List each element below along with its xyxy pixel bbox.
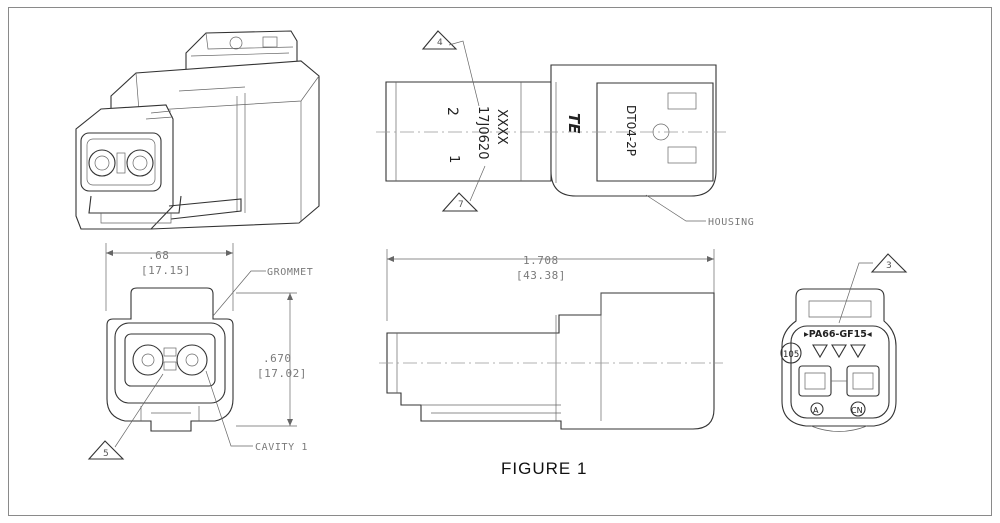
mark-105: 105: [783, 350, 799, 360]
height-dimension-mm: [17.02]: [257, 367, 307, 380]
height-dimension-inch: .670: [263, 352, 292, 365]
side-view: 1.708 [43.38]: [379, 249, 723, 430]
callout-3-triangle: [870, 253, 908, 273]
callout-7-number: 7: [458, 200, 464, 210]
figure-caption: FIGURE 1: [501, 459, 587, 478]
cavity-2-mark: 2: [444, 107, 460, 116]
te-brand-mark: TE: [565, 113, 583, 134]
mark-a: A: [813, 406, 819, 415]
mark-cn: CN: [851, 406, 863, 415]
top-view: 2 1 17J0620 XXXX TE DT04-2P 4 7 HOUSING: [376, 30, 754, 228]
callout-7-triangle: [441, 192, 479, 212]
callout-5-triangle: [87, 440, 125, 460]
width-dimension-mm: [17.15]: [141, 264, 191, 277]
grommet-label: GROMMET: [267, 267, 313, 278]
length-dimension-inch: 1.708: [523, 254, 559, 267]
callout-5-number: 5: [103, 449, 109, 459]
length-dimension-mm: [43.38]: [516, 269, 566, 282]
front-view: .68 [17.15] .670 [17.02] GROMMET CAVITY …: [87, 243, 313, 460]
part-number-mark: DT04-2P: [624, 105, 638, 156]
cavity-1-mark: 1: [446, 155, 461, 163]
cavity-1-label: CAVITY 1: [255, 442, 308, 453]
isometric-view: [75, 30, 320, 230]
technical-drawing: 2 1 17J0620 XXXX TE DT04-2P 4 7 HOUSING …: [75, 30, 908, 478]
material-marking: ▸PA66-GF15◂: [804, 329, 872, 340]
callout-3-number: 3: [886, 261, 892, 271]
callout-4-number: 4: [437, 38, 443, 48]
width-dimension-inch: .68: [148, 249, 169, 262]
rear-view: ▸PA66-GF15◂ 105 A CN 3: [780, 253, 908, 432]
drawing-sheet: 2 1 17J0620 XXXX TE DT04-2P 4 7 HOUSING …: [8, 7, 992, 516]
mark-105-circle: [780, 342, 802, 364]
date-code-mark: 17J0620: [475, 106, 490, 159]
xxxx-mark: XXXX: [494, 109, 509, 145]
callout-4-triangle: [421, 30, 458, 50]
housing-label: HOUSING: [708, 217, 754, 228]
